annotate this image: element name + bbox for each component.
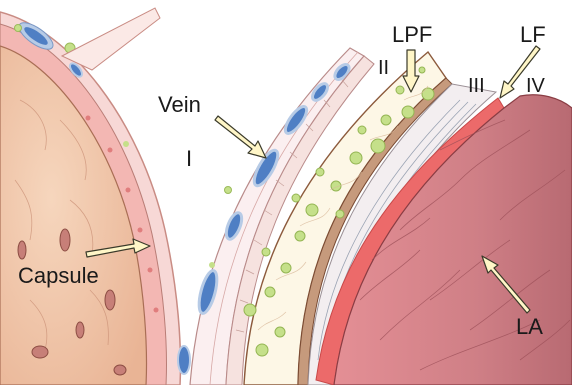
label-layer-iv: IV (526, 75, 546, 97)
vein-bottom (178, 346, 190, 374)
cell-top-left-2 (15, 25, 22, 32)
capsule-region (0, 8, 190, 385)
layer-i-cell-2 (209, 262, 215, 268)
label-lf: LF (520, 22, 546, 47)
layer-i-cell (225, 187, 232, 194)
label-capsule: Capsule (18, 263, 99, 288)
label-layer-i: I (186, 146, 192, 171)
vein-leader-arrow (215, 116, 266, 158)
capsule-flap (62, 8, 160, 70)
label-layer-iii: III (468, 75, 485, 97)
label-la: LA (516, 314, 543, 339)
label-layer-ii: II (378, 57, 389, 79)
label-lpf: LPF (392, 22, 432, 47)
label-vein: Vein (158, 92, 201, 117)
cell-rim-1 (123, 141, 129, 147)
